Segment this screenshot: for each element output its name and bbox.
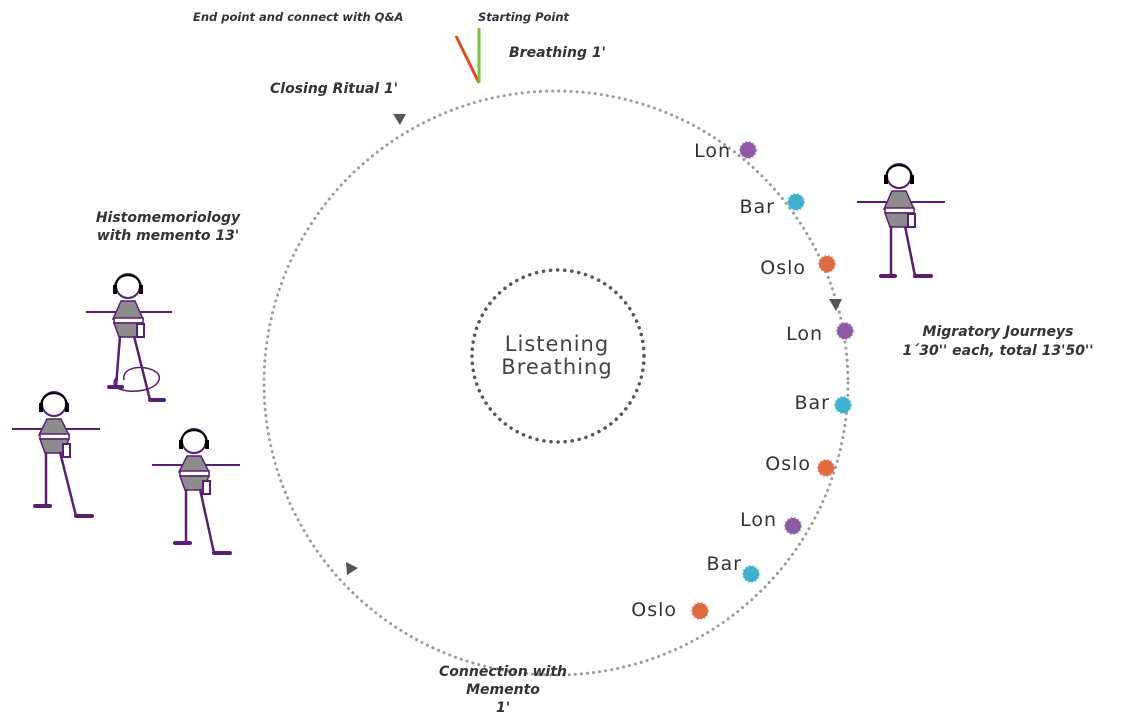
station-dot-fill	[816, 458, 836, 478]
station-labels: Lon Bar Oslo Lon Bar Oslo Lon Bar Oslo	[631, 140, 831, 621]
station-label-7: Lon	[740, 509, 777, 531]
inner-dotted-circle	[470, 268, 646, 444]
breathing-label: Breathing 1'	[509, 45, 606, 61]
headphone-right	[205, 440, 209, 449]
starting-point-label: Starting Point	[478, 10, 570, 24]
figure-leg-right	[198, 488, 216, 554]
station-dot-fill	[817, 254, 837, 274]
outer-dotted-circle	[262, 89, 850, 677]
station-dot-fill	[786, 192, 806, 212]
person-figure-left-bottom-2	[152, 428, 240, 555]
station-dot-6	[816, 458, 836, 478]
figure-leg-left	[114, 335, 122, 388]
station-dot-4	[835, 321, 855, 341]
device-icon	[136, 323, 145, 338]
station-label-6: Oslo	[765, 453, 811, 475]
histomemoriology-label-line2: with memento 13'	[97, 228, 239, 244]
station-label-4: Lon	[786, 323, 823, 345]
headphone-left	[39, 403, 43, 412]
connection-label-line3: 1'	[496, 700, 510, 716]
station-dot-fill	[833, 395, 853, 415]
station-label-2: Bar	[740, 196, 776, 218]
person-figure-right	[857, 163, 945, 278]
connection-label-line2: Memento	[466, 682, 540, 698]
device-icon	[62, 443, 71, 458]
end-point-label: End point and connect with Q&A	[193, 10, 403, 24]
station-label-1: Lon	[694, 140, 731, 162]
histomemoriology-label-line1: Histomemoriology	[96, 210, 241, 226]
arrow-connection	[346, 562, 358, 575]
headphone-left	[179, 440, 183, 449]
device-icon	[202, 480, 211, 495]
device-icon	[907, 213, 916, 228]
headphone-right	[65, 403, 69, 412]
station-dot-fill	[835, 321, 855, 341]
station-label-8: Bar	[707, 553, 743, 575]
migratory-journeys-label-line2: 1´30'' each, total 13'50''	[902, 343, 1093, 359]
station-dot-fill	[783, 516, 803, 536]
figure-leg-right	[903, 225, 917, 277]
end-point-line	[454, 35, 481, 84]
station-dot-7	[783, 516, 803, 536]
headphones-icon	[40, 392, 68, 407]
figure-leg-right	[58, 451, 78, 517]
station-dot-9	[690, 601, 710, 621]
figure-torso	[882, 190, 916, 210]
center-label-line1: Listening	[505, 332, 609, 356]
station-dot-5	[833, 395, 853, 415]
headphones-icon	[180, 429, 208, 444]
headphone-left	[113, 285, 117, 294]
station-dot-3	[817, 254, 837, 274]
headphone-right	[139, 285, 143, 294]
station-label-3: Oslo	[760, 257, 806, 279]
station-dot-fill	[738, 140, 758, 160]
station-label-9: Oslo	[631, 599, 677, 621]
arrow-migratory	[829, 299, 842, 311]
figure-torso	[37, 418, 71, 436]
station-dot-8	[741, 564, 761, 584]
figure-torso	[111, 300, 145, 320]
closing-ritual-label: Closing Ritual 1'	[270, 81, 398, 97]
arrow-closing-ritual	[393, 114, 406, 125]
station-dot-fill	[690, 601, 710, 621]
migratory-journeys-label-line1: Migratory Journeys	[923, 324, 1074, 340]
turning-path-icon	[113, 366, 160, 392]
center-label-line2: Breathing	[501, 355, 612, 379]
connection-label-line1: Connection with	[439, 664, 567, 680]
headphones-icon	[885, 164, 913, 179]
headphones-icon	[114, 274, 142, 289]
station-dot-2	[786, 192, 806, 212]
headphone-right	[910, 175, 914, 184]
person-figure-left-top	[86, 273, 172, 402]
station-dot-fill	[741, 564, 761, 584]
station-label-5: Bar	[795, 392, 831, 414]
figure-torso	[177, 455, 211, 473]
headphone-left	[884, 175, 888, 184]
station-dot-1	[738, 140, 758, 160]
station-dots	[690, 140, 855, 621]
person-figure-left-bottom-1	[12, 391, 100, 518]
